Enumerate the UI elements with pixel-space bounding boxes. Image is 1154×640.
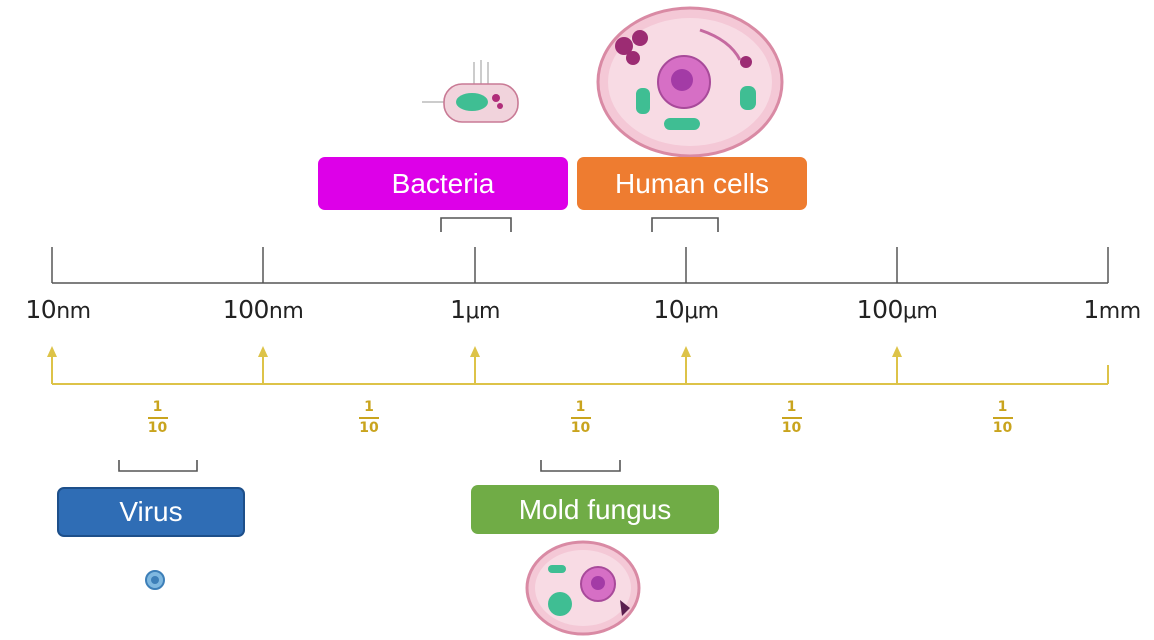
- tick-number: 10: [25, 295, 56, 324]
- fraction-numerator: 1: [998, 399, 1008, 415]
- fraction-bar: [359, 417, 379, 419]
- fraction-denominator: 10: [571, 420, 590, 436]
- tick-label: 100nm: [223, 295, 304, 324]
- fraction-denominator: 10: [782, 420, 801, 436]
- fraction-bar: [571, 417, 591, 419]
- human-cells-range-bracket: [652, 218, 718, 232]
- ratio-arrow: [681, 346, 691, 384]
- tick-label: 1μm: [450, 295, 500, 324]
- tick-number: 1: [1083, 295, 1098, 324]
- human-cell-illustration: [598, 8, 782, 156]
- fraction-bar: [148, 417, 168, 419]
- fraction-denominator: 10: [993, 420, 1012, 436]
- fraction-numerator: 1: [576, 399, 586, 415]
- mold-fungus-illustration: [527, 542, 639, 634]
- tick-unit: μm: [684, 299, 718, 324]
- virus-range-bracket: [119, 460, 197, 471]
- tick-unit: μm: [903, 299, 937, 324]
- mold-fungus-label: Mold fungus: [471, 485, 719, 534]
- tick-label: 10nm: [25, 295, 90, 324]
- tick-label: 10μm: [653, 295, 718, 324]
- tick-number: 10: [653, 295, 684, 324]
- bacteria-range-bracket: [441, 218, 511, 232]
- ratio-arrow: [892, 346, 902, 384]
- virus-illustration: [146, 571, 164, 589]
- tick-unit: mm: [1099, 299, 1141, 324]
- fraction-denominator: 10: [148, 420, 167, 436]
- bacteria-illustration: [422, 60, 518, 122]
- human-cells-label: Human cells: [577, 157, 807, 210]
- scale-axis-ticks: [52, 247, 1108, 283]
- ratio-arrow: [470, 346, 480, 384]
- tick-number: 100: [223, 295, 269, 324]
- ratio-arrow: [47, 346, 57, 384]
- ratio-arrow: [258, 346, 268, 384]
- fraction-bar: [993, 417, 1013, 419]
- tick-label: 100μm: [857, 295, 938, 324]
- tick-unit: μm: [465, 299, 499, 324]
- tick-unit: nm: [56, 299, 90, 324]
- virus-label: Virus: [57, 487, 245, 537]
- mold-fungus-range-bracket: [541, 460, 620, 471]
- fraction-numerator: 1: [787, 399, 797, 415]
- fraction-numerator: 1: [364, 399, 374, 415]
- bacteria-label: Bacteria: [318, 157, 568, 210]
- fraction-numerator: 1: [153, 399, 163, 415]
- tick-label: 1mm: [1083, 295, 1140, 324]
- ratio-arrows: [47, 346, 1108, 384]
- fraction-bar: [782, 417, 802, 419]
- tick-number: 100: [857, 295, 903, 324]
- tick-unit: nm: [269, 299, 303, 324]
- fraction-denominator: 10: [359, 420, 378, 436]
- tick-number: 1: [450, 295, 465, 324]
